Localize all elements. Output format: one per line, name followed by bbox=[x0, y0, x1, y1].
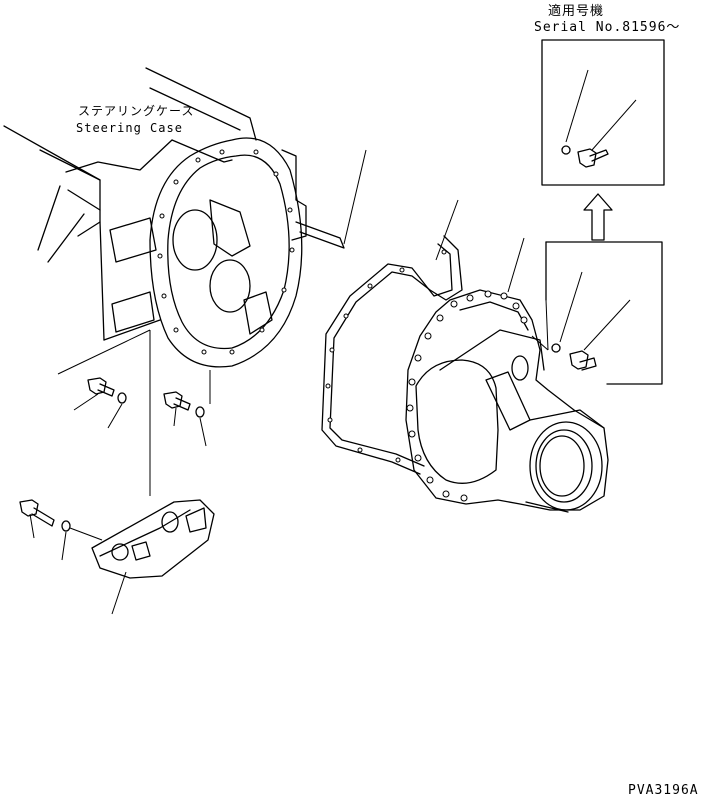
support-bracket bbox=[91, 499, 215, 615]
gasket bbox=[321, 199, 463, 475]
current-detail-box bbox=[545, 241, 663, 385]
steering-case bbox=[3, 67, 367, 496]
up-arrow-icon bbox=[583, 193, 613, 241]
serial-detail-box bbox=[541, 39, 665, 186]
serial-number-label: Serial No.81596〜 bbox=[534, 16, 680, 35]
serial-prefix: Serial No. bbox=[534, 20, 623, 35]
flange-bolt-holes bbox=[406, 290, 528, 502]
steering-case-en-label: Steering Case bbox=[76, 121, 183, 135]
serial-value: 81596〜 bbox=[622, 20, 681, 35]
applicability-jp-label: 適用号機 bbox=[548, 4, 605, 19]
bolts-left bbox=[19, 377, 207, 561]
drawing-number: PVA3196A bbox=[628, 783, 699, 798]
steering-case-jp-label: ステアリングケース bbox=[78, 104, 195, 118]
output-housing bbox=[405, 237, 609, 513]
